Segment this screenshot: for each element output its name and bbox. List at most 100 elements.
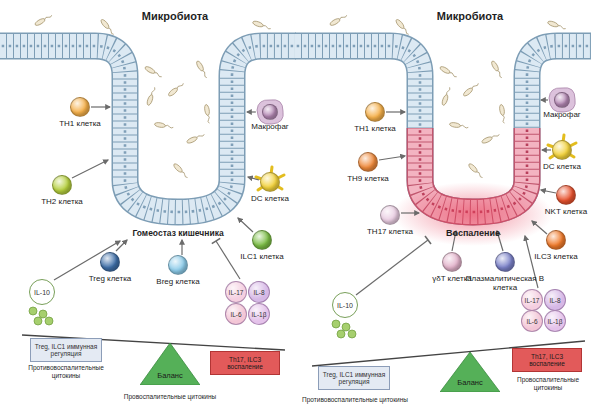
- cytokine-circle: IL-8: [544, 289, 566, 311]
- cell-body: [556, 185, 576, 205]
- il10-cytokine: IL-10: [332, 292, 358, 318]
- cell-label: TH1 клетка: [45, 119, 115, 128]
- plasma-b-cell: Плазмалитическая В клетка: [465, 252, 545, 292]
- macrophage-body: [257, 100, 283, 124]
- inflammation-box: Th17, ILC3 воспаление: [210, 351, 280, 375]
- th2-cell: TH2 клетка: [27, 175, 97, 206]
- cell-label: Treg клетка: [75, 274, 145, 283]
- macrophage-body: [549, 88, 575, 112]
- cytokine-label: IL-1β: [252, 311, 267, 318]
- cytokine-label: IL-8: [549, 297, 560, 304]
- nkt-cell: NKT клетка: [541, 185, 591, 216]
- cell-label: Макрофаг: [537, 110, 587, 119]
- arrow: [181, 240, 182, 255]
- inflammation-glow: [393, 182, 553, 246]
- cytokine-label: IL-10: [337, 302, 353, 309]
- cytokine-note: Противовоспалительные цитокины: [21, 364, 111, 380]
- box-label: Treg, ILC1 иммунная регуляция: [321, 371, 387, 386]
- small-cell: [29, 307, 37, 315]
- balance-triangle: Баланс: [140, 343, 200, 385]
- panel-heading: Микробиота: [405, 10, 535, 23]
- ilc1-cell: ILC1 клетка: [234, 230, 290, 261]
- il10-cytokine: IL-10: [29, 279, 55, 305]
- th1-cell: TH1 клетка: [340, 102, 410, 133]
- cell-label: ILC1 клетка: [234, 252, 290, 261]
- cytokine-label: IL-6: [526, 318, 537, 325]
- cell-label: DC клетка: [245, 194, 295, 203]
- cytokine-note: Противовоспалительные цитокины: [300, 396, 410, 404]
- cell-label: TH2 клетка: [27, 197, 97, 206]
- arrow: [541, 99, 548, 100]
- cell-label: TH1 клетка: [340, 124, 410, 133]
- cell-body: [442, 252, 462, 272]
- inhibition-bar: [212, 238, 220, 243]
- arrow: [248, 177, 259, 180]
- cell-label: TH17 клетка: [355, 227, 425, 236]
- arrow: [116, 240, 127, 251]
- regulation-box: Treg, ILC1 иммунная регуляция: [30, 338, 102, 362]
- arrow: [238, 218, 253, 232]
- arrow: [386, 111, 405, 112]
- secreting-cells: [29, 307, 356, 338]
- breg-cell: Breg клетка: [143, 255, 213, 286]
- th9-cell: TH9 клетка: [338, 152, 398, 183]
- inflammation-box: Th17, ILC3 воспаление: [512, 348, 582, 372]
- cytokine-circle: IL-6: [225, 303, 247, 325]
- cytokine-circle: IL-17: [225, 281, 247, 303]
- inhibition-bar: [425, 236, 431, 244]
- inhibition-line: [216, 241, 240, 279]
- triangle-label: Баланс: [140, 372, 200, 380]
- box-label: Th17, ILC3 воспаление: [213, 356, 277, 371]
- arrow: [91, 106, 110, 107]
- arrow: [379, 156, 405, 160]
- small-cell: [332, 320, 340, 328]
- arrow: [401, 212, 419, 213]
- cytokine-circle: IL-1β: [544, 310, 566, 332]
- cytokine-note: Провоспалительные цитокины: [115, 393, 225, 401]
- dendritic-cell: DC клетка: [245, 172, 295, 203]
- cell-body: [552, 140, 572, 160]
- cell-body: [260, 172, 280, 192]
- macrophage-cell: Макрофаг: [537, 92, 587, 119]
- triangle-label: Баланс: [440, 379, 500, 387]
- cell-body: [168, 255, 188, 275]
- small-cell: [34, 317, 42, 325]
- th1-cell: TH1 клетка: [45, 97, 115, 128]
- arrows: [54, 107, 259, 280]
- arrow: [247, 111, 256, 112]
- center-label: Гомеостаз кишечника: [118, 228, 238, 238]
- box-label: Treg, ILC1 иммунная регуляция: [33, 343, 99, 358]
- cell-body: [495, 252, 515, 272]
- cytokine-label: IL-6: [230, 311, 241, 318]
- cell-body: [546, 230, 566, 250]
- small-cell: [39, 310, 47, 318]
- small-cell: [342, 323, 350, 331]
- cytokine-label: IL-8: [253, 289, 264, 296]
- cytokine-circle: IL-1β: [248, 303, 270, 325]
- cell-label: Макрофаг: [245, 122, 295, 131]
- cytokine-label: IL-10: [34, 289, 50, 296]
- center-label: Воспаление: [418, 228, 528, 239]
- panel-heading: Микробиота: [110, 10, 240, 23]
- cell-label: TH9 клетка: [338, 174, 398, 183]
- cell-body: [262, 104, 278, 120]
- cytokine-label: IL-1β: [548, 318, 563, 325]
- box-label: Th17, ILC3 воспаление: [515, 353, 579, 368]
- cytokine-label: IL-17: [525, 297, 540, 304]
- macrophage-cell: Макрофаг: [245, 104, 295, 131]
- small-cell: [45, 317, 53, 325]
- bacteria: [329, 13, 566, 179]
- cytokine-circle: IL-6: [521, 310, 543, 332]
- cell-body: [52, 175, 72, 195]
- cell-body: [100, 252, 120, 272]
- arrow: [542, 149, 551, 150]
- arrow: [532, 221, 547, 234]
- small-cell: [348, 330, 356, 338]
- cell-label: Breg клетка: [143, 277, 213, 286]
- arrow: [72, 160, 108, 178]
- cell-body: [358, 152, 378, 172]
- cytokine-note: Провоспалительные цитокины: [508, 376, 588, 392]
- cell-body: [252, 230, 272, 250]
- cytokine-label: IL-17: [229, 289, 244, 296]
